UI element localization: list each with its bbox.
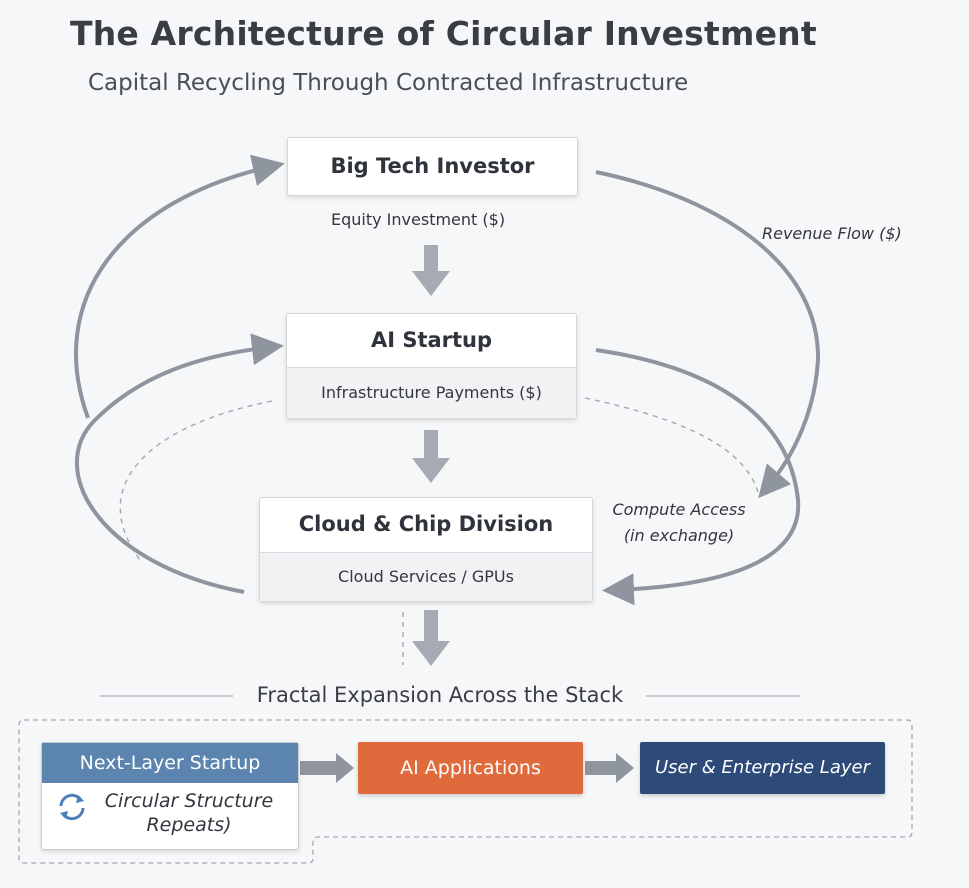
equity-investment-label: Equity Investment ($)	[331, 210, 506, 229]
revenue-flow-label: Revenue Flow ($)	[762, 224, 902, 243]
page-subtitle: Capital Recycling Through Contracted Inf…	[88, 70, 689, 96]
expansion-title: Fractal Expansion Across the Stack	[256, 683, 624, 707]
user-enterprise-layer-box: User & Enterprise Layer	[640, 742, 885, 794]
revenue-flow-arrow	[595, 170, 821, 499]
investor-node-title: Big Tech Investor	[330, 154, 535, 178]
page-title: The Architecture of Circular Investment	[70, 14, 817, 53]
ai-applications-box: AI Applications	[358, 742, 583, 794]
startup-node: AI Startup Infrastructure Payments ($)	[286, 313, 577, 419]
next-layer-body-line1: Circular Structure	[104, 790, 274, 812]
next-layer-startup-title: Next-Layer Startup	[42, 743, 298, 783]
vertical-block-arrows	[412, 245, 450, 666]
next-layer-startup-card: Next-Layer Startup Circular Structure Re…	[41, 742, 299, 850]
dashed-orbit-left	[119, 400, 273, 561]
compute-access-line2: (in exchange)	[623, 526, 735, 545]
startup-node-title: AI Startup	[370, 328, 493, 352]
dashed-orbit-right	[584, 397, 759, 493]
cloud-node: Cloud & Chip Division Cloud Services / G…	[259, 497, 593, 602]
investor-node: Big Tech Investor	[287, 137, 578, 196]
next-layer-body-line2: Repeats)	[146, 814, 232, 836]
compute-access-arrow	[595, 348, 801, 606]
horizontal-block-arrows	[300, 753, 634, 783]
expansion-container	[18, 719, 913, 864]
loop-arrow-investor	[73, 154, 285, 419]
cloud-node-title: Cloud & Chip Division	[298, 512, 554, 536]
cloud-node-sub: Cloud Services / GPUs	[260, 552, 592, 601]
compute-access-label: Compute Access (in exchange)	[604, 497, 754, 549]
next-layer-startup-body: Circular Structure Repeats)	[94, 789, 284, 837]
loop-arrow-startup	[75, 333, 284, 594]
startup-node-sub: Infrastructure Payments ($)	[287, 367, 576, 418]
compute-access-line1: Compute Access	[612, 500, 746, 519]
refresh-icon	[59, 793, 85, 821]
